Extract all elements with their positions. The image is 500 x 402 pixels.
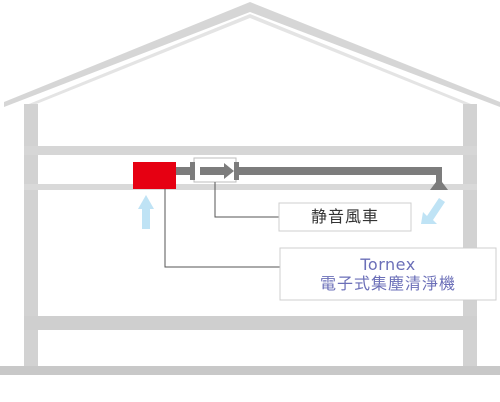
- intake-arrow-icon: [138, 195, 154, 229]
- floor-slab: [24, 316, 477, 330]
- ceiling-band: [24, 146, 477, 155]
- cleaner-unit: [133, 162, 176, 189]
- cleaner-product-label: 電子式集塵清淨機: [319, 274, 456, 293]
- outlet-arrow-icon: [421, 198, 445, 224]
- cleaner-label-box: [279, 247, 497, 301]
- fan-left-flange: [190, 162, 195, 180]
- duct-pipe: [176, 167, 442, 175]
- ground-line: [0, 366, 500, 375]
- duct-drop: [436, 167, 442, 183]
- cleaner-label: Tornex 電子式集塵清淨機: [280, 248, 496, 300]
- attic-floor: [24, 184, 477, 190]
- ceiling-diffuser: [430, 178, 448, 190]
- right-wall: [463, 104, 477, 370]
- cleaner-brand-label: Tornex: [360, 255, 416, 274]
- fan-leader-line: [214, 182, 279, 218]
- left-wall: [24, 104, 38, 370]
- fan-flow-arrowhead: [224, 163, 234, 179]
- fan-label-box: [278, 202, 412, 232]
- fan-label: 静音風車: [310, 207, 379, 226]
- fan-core: [200, 167, 226, 175]
- fan-right-flange: [234, 162, 239, 180]
- cleaner-leader-line: [164, 189, 280, 268]
- roof-inner-line: [24, 14, 476, 109]
